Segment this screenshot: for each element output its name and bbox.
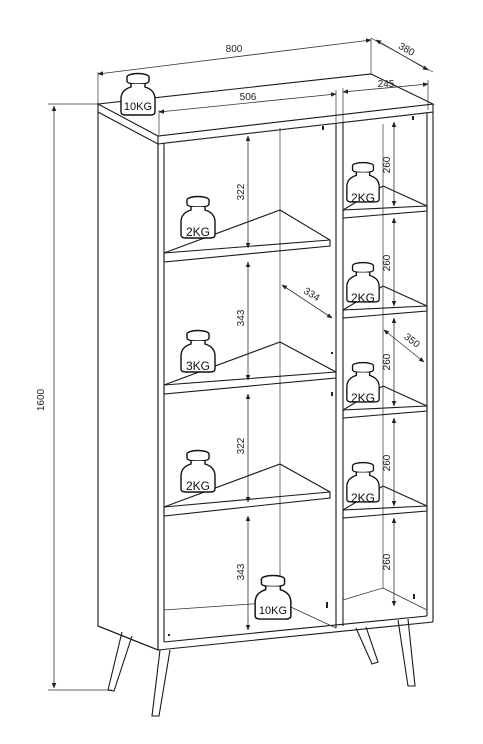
dimension-height-total: 1600 [36,103,112,691]
weight-right-shelf-2-label: 2KG [351,291,375,305]
weight-left-bottom-label: 10KG [259,605,287,617]
weight-left-shelf-1-label: 2KG [186,225,210,239]
label-right-gap-5: 260 [382,553,393,570]
weight-top-icon: 10KG [120,72,156,116]
label-left-gap-4: 343 [236,563,247,580]
weight-right-shelf-1-icon: 2KG [346,161,380,205]
weight-left-shelf-2-icon: 3KG [180,329,216,373]
weight-right-shelf-2-icon: 2KG [346,261,380,305]
dimension-left-gaps: 322 343 322 343 [236,135,251,631]
dimension-right-width: 245 [342,79,429,122]
weight-right-shelf-3-label: 2KG [351,391,375,405]
weight-left-shelf-2-label: 3KG [186,359,210,373]
weight-left-shelf-3-label: 2KG [186,479,210,493]
label-right-gap-4: 260 [382,454,393,471]
dimension-width-total: 800 [97,38,372,104]
dimension-left-width: 506 [158,90,337,135]
label-left-shelf-depth: 334 [301,286,321,304]
weight-left-bottom-icon: 10KG [254,574,292,620]
weight-right-shelf-1-label: 2KG [351,191,375,205]
weight-left-shelf-3-icon: 2KG [180,449,216,493]
hardware-marks [168,116,415,636]
label-right-width: 245 [378,79,395,90]
label-left-gap-2: 343 [236,309,247,326]
label-depth-total: 380 [396,41,416,59]
label-left-gap-3: 322 [236,437,247,454]
weight-right-shelf-4-icon: 2KG [346,461,380,505]
weight-left-shelf-1-icon: 2KG [180,195,216,239]
label-right-gap-1: 260 [382,156,393,173]
dimension-depth-total: 380 [370,37,434,73]
label-height-total: 1600 [36,388,47,411]
label-width-total: 800 [226,44,243,55]
label-left-width: 506 [240,92,257,103]
weight-top-label: 10KG [124,101,152,113]
weight-right-shelf-4-label: 2KG [351,491,375,505]
label-right-gap-2: 260 [382,254,393,271]
legs [107,618,416,717]
label-right-gap-3: 260 [382,353,393,370]
weight-right-shelf-3-icon: 2KG [346,361,380,405]
dimension-left-shelf-depth: 334 [281,284,333,319]
label-right-shelf-depth: 350 [402,332,422,351]
label-left-gap-1: 322 [236,183,247,200]
dimension-right-gaps: 260 260 260 260 260 [382,121,397,607]
